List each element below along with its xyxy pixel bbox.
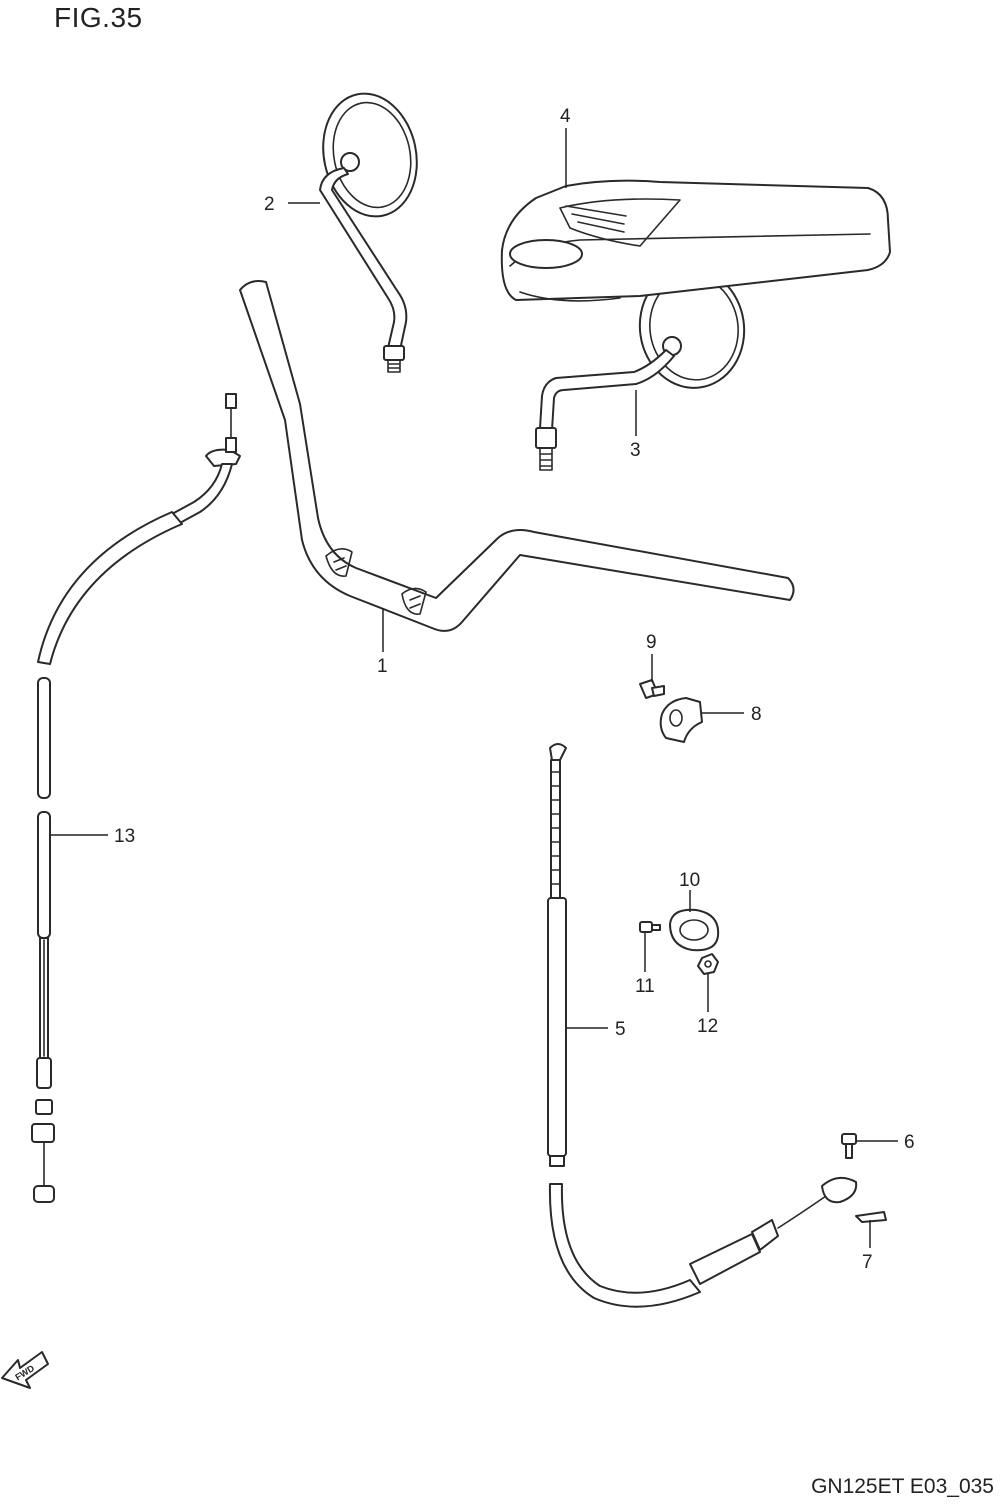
callout-4: 4 — [560, 106, 571, 127]
callout-5: 5 — [615, 1019, 626, 1040]
callout-1: 1 — [377, 656, 388, 677]
left-mirror[interactable] — [312, 85, 428, 373]
cable-clamp[interactable] — [669, 908, 720, 952]
callout-11: 11 — [635, 976, 655, 997]
throttle-cable[interactable] — [547, 743, 858, 1308]
callout-7: 7 — [862, 1252, 873, 1273]
callout-13: 13 — [114, 826, 135, 847]
cable-bolt[interactable] — [841, 1133, 857, 1159]
cable-clamp-screw[interactable] — [639, 921, 661, 933]
callout-numbers: 1 2 3 4 5 6 7 8 9 10 11 12 13 — [114, 106, 915, 1273]
callout-9: 9 — [646, 632, 657, 653]
handlebar-cover[interactable] — [500, 179, 891, 302]
figure-code: GN125ET E03_035 — [811, 1475, 994, 1498]
cable-clamp-nut[interactable] — [697, 953, 719, 975]
callout-8: 8 — [751, 704, 762, 725]
handlebar[interactable] — [239, 280, 795, 632]
cable-clip[interactable] — [855, 1211, 887, 1223]
handlebar-band-right — [401, 587, 427, 615]
callout-3: 3 — [630, 440, 641, 461]
callout-12: 12 — [697, 1016, 718, 1037]
callout-10: 10 — [679, 870, 700, 891]
handlebar-clamp[interactable] — [659, 697, 703, 743]
right-mirror[interactable] — [535, 261, 752, 471]
clamp-bolt[interactable] — [639, 679, 665, 699]
callout-2: 2 — [264, 194, 275, 215]
callout-6: 6 — [904, 1132, 915, 1153]
forward-arrow-icon: FWD — [1, 1351, 49, 1389]
handlebar-band-left — [325, 548, 353, 577]
clutch-cable[interactable] — [31, 393, 241, 1203]
leader-lines — [50, 128, 898, 1248]
figure-title: FIG.35 — [54, 2, 143, 33]
